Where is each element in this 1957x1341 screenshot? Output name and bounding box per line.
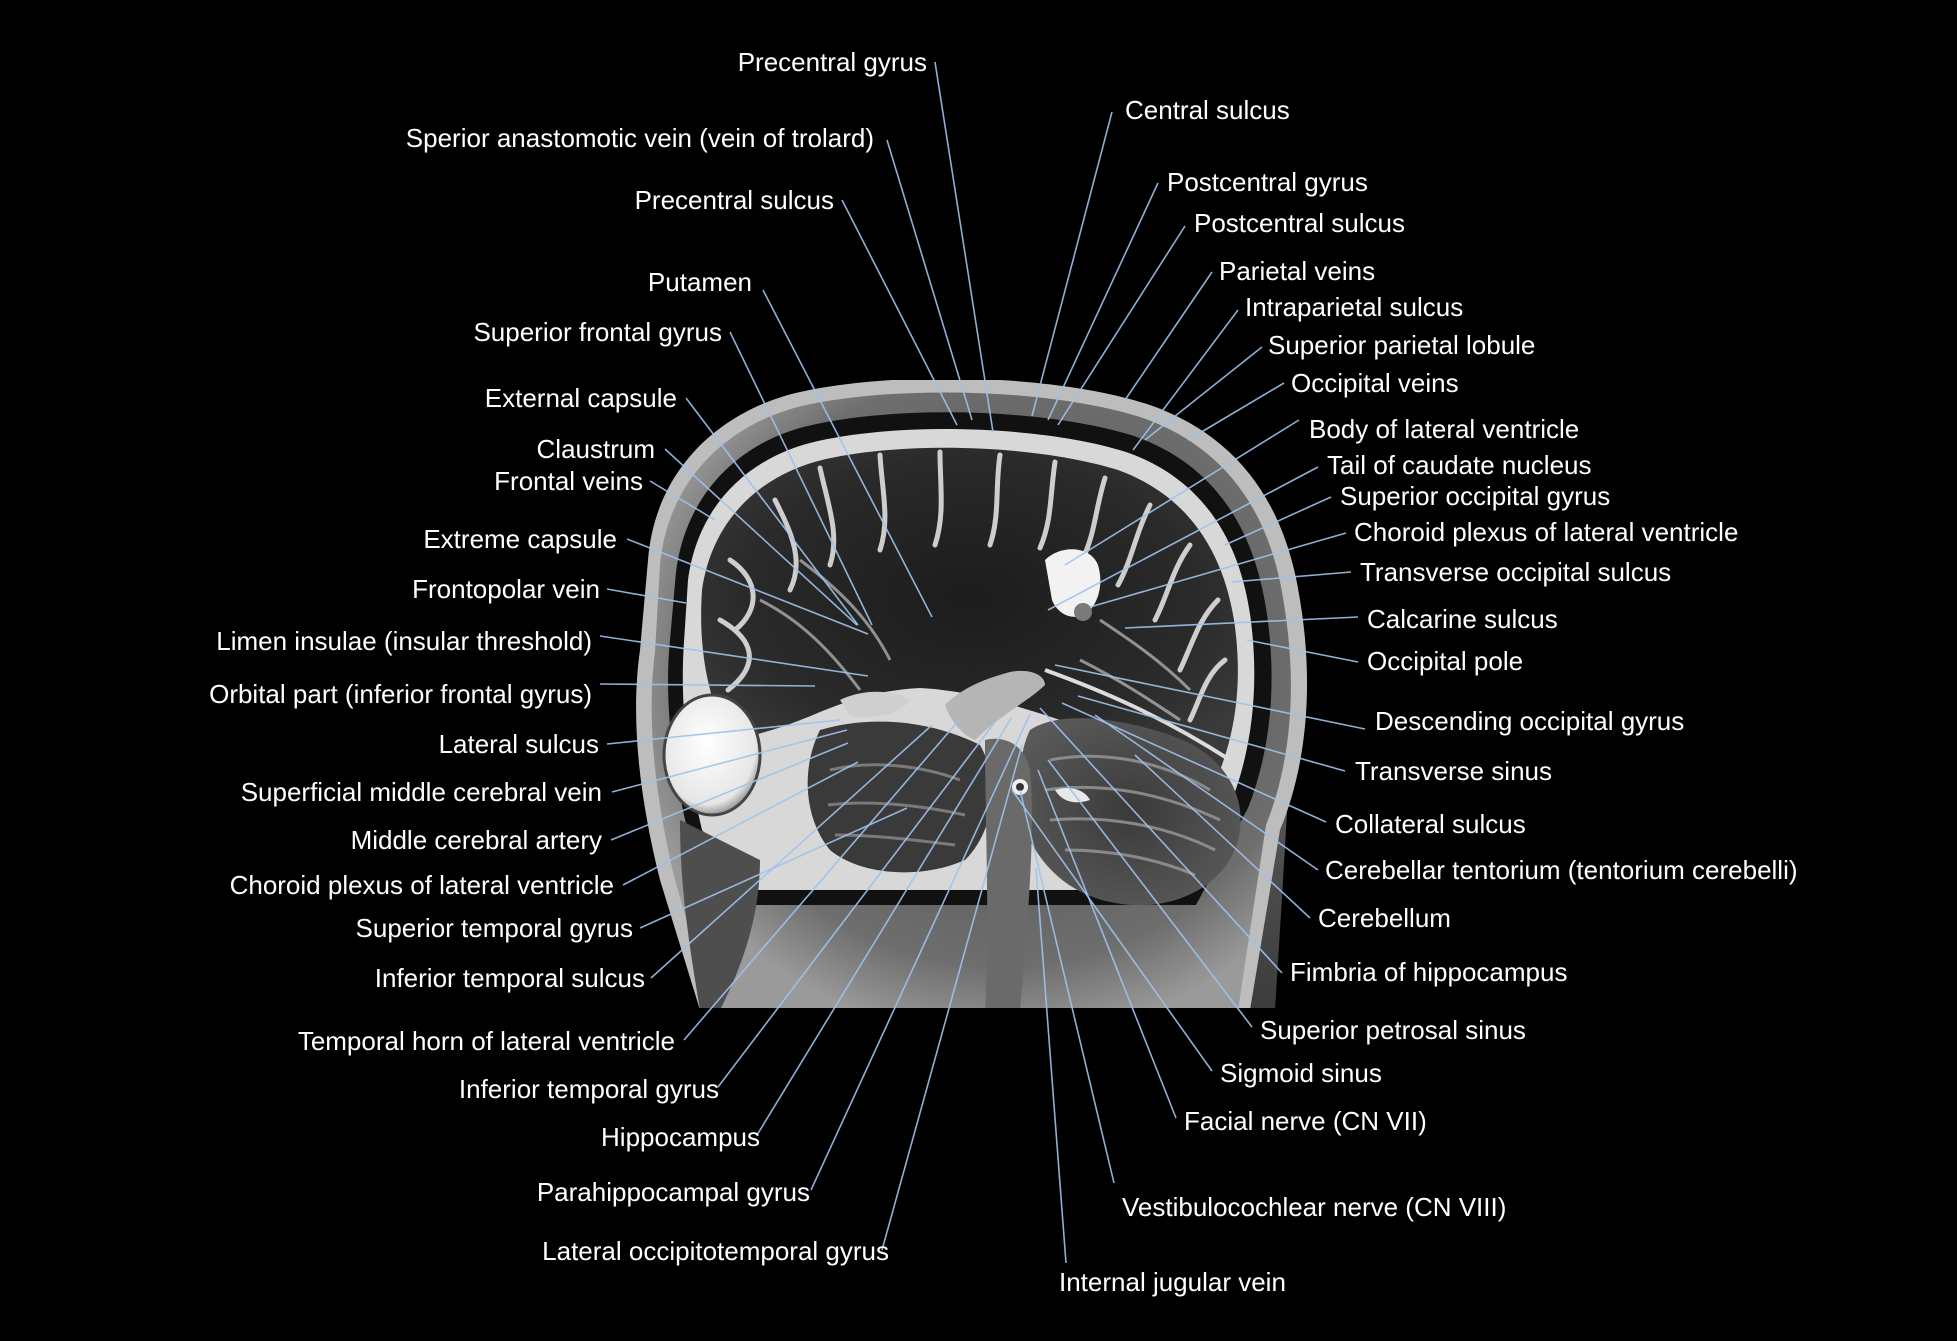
label-choroid-plexus-left: Choroid plexus of lateral ventricle: [229, 870, 614, 900]
label-intraparietal-sulcus: Intraparietal sulcus: [1245, 292, 1464, 322]
label-lateral-sulcus: Lateral sulcus: [438, 729, 599, 759]
mri-slice: [636, 380, 1308, 1008]
label-choroid-plexus-right: Choroid plexus of lateral ventricle: [1354, 517, 1739, 547]
label-transverse-occipital-sulcus: Transverse occipital sulcus: [1360, 557, 1672, 587]
label-postcentral-sulcus: Postcentral sulcus: [1194, 208, 1405, 238]
label-parietal-veins: Parietal veins: [1219, 256, 1376, 286]
label-cerebellum: Cerebellum: [1318, 903, 1451, 933]
label-transverse-sinus: Transverse sinus: [1355, 756, 1552, 786]
label-lateral-occipitotemporal-gyrus: Lateral occipitotemporal gyrus: [542, 1236, 889, 1266]
label-tail-of-caudate-nucleus: Tail of caudate nucleus: [1327, 450, 1592, 480]
label-putamen: Putamen: [647, 267, 752, 297]
label-superior-temporal-gyrus: Superior temporal gyrus: [355, 913, 633, 943]
label-occipital-pole: Occipital pole: [1367, 646, 1524, 676]
label-body-of-lateral-ventricle: Body of lateral ventricle: [1309, 414, 1580, 444]
label-fimbria-of-hippocampus: Fimbria of hippocampus: [1290, 957, 1568, 987]
label-orbital-part-inferior-frontal-gyrus: Orbital part (inferior frontal gyrus): [209, 679, 592, 709]
label-precentral-sulcus: Precentral sulcus: [634, 185, 834, 215]
label-facial-nerve: Facial nerve (CN VII): [1184, 1106, 1427, 1136]
label-superficial-middle-cerebral-vein: Superficial middle cerebral vein: [240, 777, 602, 807]
label-middle-cerebral-artery: Middle cerebral artery: [350, 825, 602, 855]
label-parahippocampal-gyrus: Parahippocampal gyrus: [536, 1177, 810, 1207]
label-occipital-veins: Occipital veins: [1291, 368, 1459, 398]
label-temporal-horn-lateral-ventricle: Temporal horn of lateral ventricle: [297, 1026, 675, 1056]
label-claustrum: Claustrum: [536, 434, 655, 464]
label-sigmoid-sinus: Sigmoid sinus: [1220, 1058, 1382, 1088]
label-inferior-temporal-sulcus: Inferior temporal sulcus: [374, 963, 645, 993]
label-limen-insulae: Limen insulae (insular threshold): [216, 626, 592, 656]
label-precentral-gyrus: Precentral gyrus: [737, 47, 927, 77]
label-frontopolar-vein: Frontopolar vein: [412, 574, 600, 604]
label-superior-petrosal-sinus: Superior petrosal sinus: [1260, 1015, 1526, 1045]
label-superior-anastomotic-vein: Sperior anastomotic vein (vein of trolar…: [405, 123, 874, 153]
label-extreme-capsule: Extreme capsule: [423, 524, 617, 554]
label-collateral-sulcus: Collateral sulcus: [1335, 809, 1526, 839]
label-inferior-temporal-gyrus: Inferior temporal gyrus: [458, 1074, 719, 1104]
label-superior-parietal-lobule: Superior parietal lobule: [1268, 330, 1536, 360]
label-cerebellar-tentorium: Cerebellar tentorium (tentorium cerebell…: [1325, 855, 1798, 885]
label-internal-jugular-vein: Internal jugular vein: [1059, 1267, 1286, 1297]
label-superior-frontal-gyrus: Superior frontal gyrus: [473, 317, 722, 347]
label-calcarine-sulcus: Calcarine sulcus: [1367, 604, 1558, 634]
label-external-capsule: External capsule: [484, 383, 677, 413]
label-hippocampus: Hippocampus: [601, 1122, 760, 1152]
label-superior-occipital-gyrus: Superior occipital gyrus: [1340, 481, 1611, 511]
label-frontal-veins: Frontal veins: [494, 466, 643, 496]
label-postcentral-gyrus: Postcentral gyrus: [1167, 167, 1368, 197]
label-central-sulcus: Central sulcus: [1125, 95, 1290, 125]
label-vestibulocochlear-nerve: Vestibulocochlear nerve (CN VIII): [1122, 1192, 1507, 1222]
label-descending-occipital-gyrus: Descending occipital gyrus: [1375, 706, 1685, 736]
